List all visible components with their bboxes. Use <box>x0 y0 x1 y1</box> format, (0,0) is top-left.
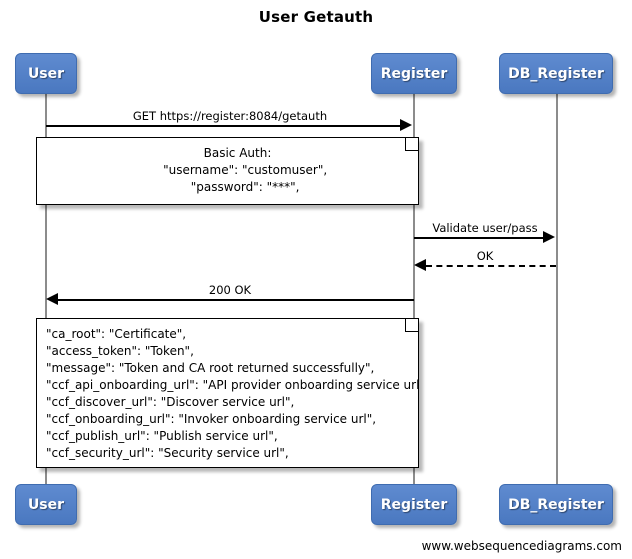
participant-label: DB_Register <box>508 496 604 513</box>
note-line: "ccf_security_url": "Security service ur… <box>46 446 289 460</box>
lifeline-register <box>413 94 415 494</box>
note-line: "ccf_discover_url": "Discover service ur… <box>46 395 295 409</box>
participant-db-register-top[interactable]: DB_Register <box>499 53 613 94</box>
note-line: "ccf_onboarding_url": "Invoker onboardin… <box>46 412 377 426</box>
message-line-ok <box>426 265 556 267</box>
message-line-200-ok <box>58 299 414 301</box>
note-line: "message": "Token and CA root returned s… <box>46 361 375 375</box>
message-arrowhead-get-getauth <box>400 119 412 131</box>
participant-register-top[interactable]: Register <box>371 53 457 94</box>
message-line-get-getauth <box>46 125 402 127</box>
message-arrowhead-ok <box>414 259 426 271</box>
diagram-title: User Getauth <box>258 8 374 26</box>
message-label-validate-user-pass: Validate user/pass <box>432 221 538 235</box>
note-line: "ccf_api_onboarding_url": "API provider … <box>46 378 419 392</box>
note-line: "username": "customuser", <box>147 163 328 177</box>
participant-db-register-bottom[interactable]: DB_Register <box>499 484 613 525</box>
note-fold-icon <box>404 138 418 151</box>
footer-watermark: www.websequencediagrams.com <box>421 539 622 553</box>
note-line: "ca_root": "Certificate", <box>46 327 187 341</box>
participant-label: User <box>27 496 65 513</box>
note-line: Basic Auth: <box>203 146 272 160</box>
participant-label: Register <box>380 496 448 513</box>
message-arrowhead-200-ok <box>46 293 58 305</box>
note-basic-auth: Basic Auth: "username": "customuser", "p… <box>36 137 419 205</box>
participant-label: DB_Register <box>508 65 604 82</box>
note-line: "access_token": "Token", <box>46 344 194 358</box>
participant-register-bottom[interactable]: Register <box>371 484 457 525</box>
note-fold-icon <box>404 319 418 332</box>
message-arrowhead-validate-user-pass <box>543 231 555 243</box>
participant-label: Register <box>380 65 448 82</box>
note-line: "password": "***", <box>175 180 300 194</box>
message-line-validate-user-pass <box>414 237 545 239</box>
participant-user-bottom[interactable]: User <box>15 484 77 525</box>
participant-label: User <box>27 65 65 82</box>
message-label-ok: OK <box>476 249 494 263</box>
participant-user-top[interactable]: User <box>15 53 77 94</box>
message-label-200-ok: 200 OK <box>208 283 252 297</box>
lifeline-db-register <box>556 94 558 494</box>
note-response-payload: "ca_root": "Certificate", "access_token"… <box>36 318 419 468</box>
message-label-get-getauth: GET https://register:8084/getauth <box>132 109 328 123</box>
note-line: "ccf_publish_url": "Publish service url"… <box>46 429 278 443</box>
